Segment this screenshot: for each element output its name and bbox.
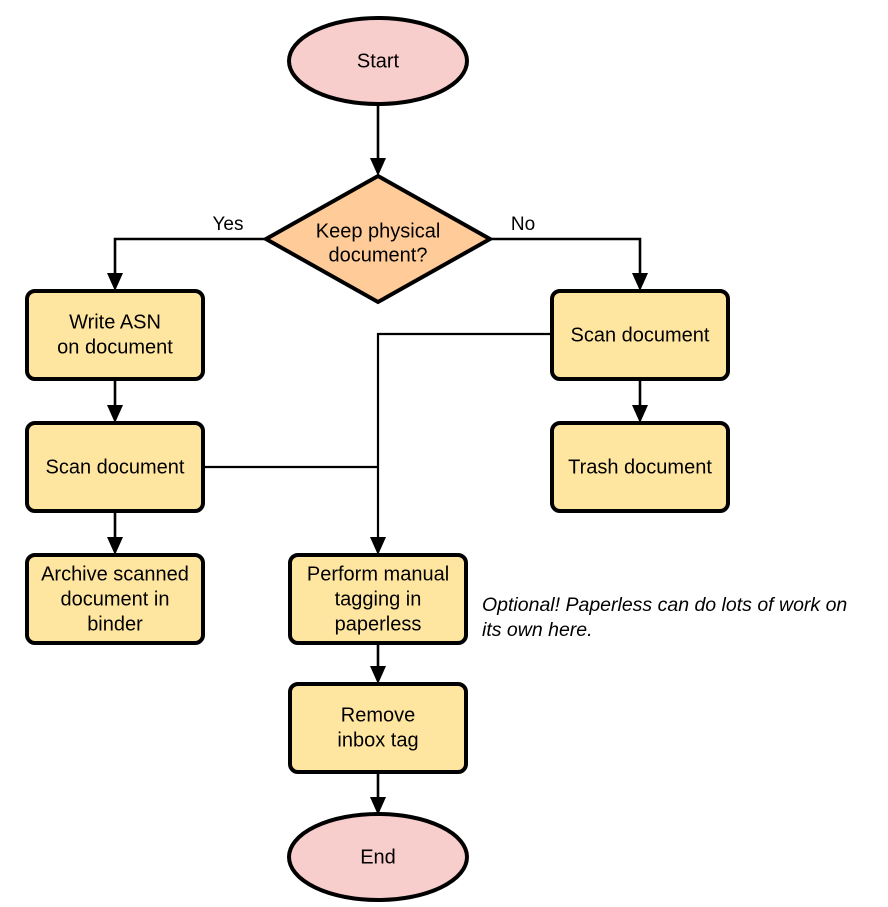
node-remove-inbox-tag-label-line2: inbox tag (337, 729, 418, 751)
node-remove-inbox-tag[interactable]: Remove inbox tag (288, 682, 468, 774)
edge-scan-right-to-trash (632, 379, 648, 423)
edge-keep-physical-to-write-asn (107, 237, 266, 291)
node-manual-tagging-label-line3: paperless (335, 613, 422, 635)
annotation-optional-note-line1: Optional! Paperless can do lots of work … (482, 594, 847, 616)
edge-scan-right-to-manual-tagging (370, 332, 552, 555)
node-keep-physical-label-line2: document? (329, 244, 428, 266)
node-write-asn-label-line2: on document (57, 336, 173, 358)
annotation-optional-note: Optional! Paperless can do lots of work … (482, 594, 847, 641)
node-trash-document-label: Trash document (568, 456, 712, 478)
edge-keep-physical-to-scan-right (490, 237, 648, 291)
edge-write-asn-to-scan-left (107, 379, 123, 423)
node-start[interactable]: Start (287, 16, 469, 106)
edge-label-no: No (511, 214, 535, 235)
node-keep-physical-decision[interactable]: Keep physical document? (261, 173, 495, 305)
node-start-label: Start (357, 50, 400, 72)
node-archive-binder-label-line1: Archive scanned (41, 563, 189, 585)
node-archive-binder[interactable]: Archive scanned document in binder (25, 553, 205, 645)
node-archive-binder-label-line2: document in (61, 588, 170, 610)
node-manual-tagging-label-line2: tagging in (335, 588, 422, 610)
node-remove-inbox-tag-label-line1: Remove (341, 704, 415, 726)
node-keep-physical-label-line1: Keep physical (316, 220, 441, 242)
node-manual-tagging-label-line1: Perform manual (307, 563, 449, 585)
edge-start-to-keep-physical (370, 104, 386, 176)
node-end-label: End (360, 846, 396, 868)
node-write-asn[interactable]: Write ASN on document (25, 289, 205, 381)
node-end[interactable]: End (287, 812, 469, 902)
node-trash-document[interactable]: Trash document (550, 421, 730, 513)
node-scan-document-left[interactable]: Scan document (25, 421, 205, 513)
node-manual-tagging[interactable]: Perform manual tagging in paperless (288, 553, 468, 645)
edge-remove-inbox-to-end (370, 772, 386, 815)
node-write-asn-label-line1: Write ASN (69, 311, 161, 333)
edge-label-yes: Yes (213, 214, 244, 235)
node-scan-document-right[interactable]: Scan document (550, 289, 730, 381)
node-scan-document-left-label: Scan document (46, 456, 185, 478)
edge-scan-left-to-archive-binder (107, 511, 123, 555)
node-scan-document-right-label: Scan document (571, 324, 710, 346)
annotation-optional-note-line2: its own here. (482, 619, 593, 641)
edge-manual-tagging-to-remove-inbox (370, 642, 386, 684)
node-archive-binder-label-line3: binder (87, 613, 143, 635)
